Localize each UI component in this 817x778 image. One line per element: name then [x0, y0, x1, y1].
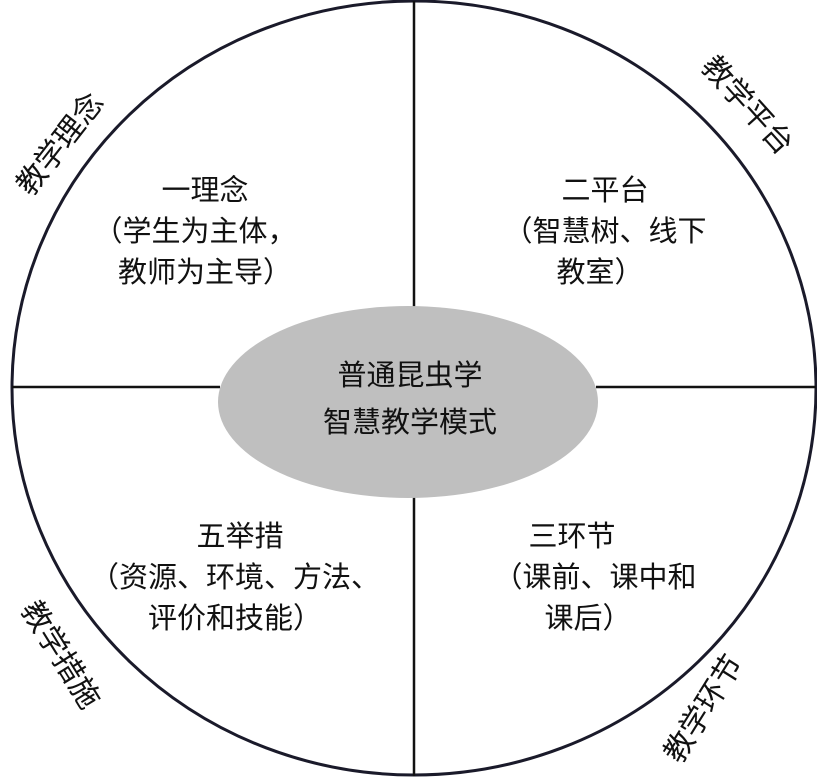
side-label-bottom-right: 教学环节 [657, 649, 750, 769]
center-title-line2: 智慧教学模式 [323, 405, 497, 439]
quadrant-bottom-right: 三环节 （课前、课中和 课后） [493, 519, 696, 635]
quadrant-heading: 二平台 [561, 173, 648, 207]
quadrant-detail: 课后） [544, 601, 631, 635]
quadrant-detail: （智慧树、线下 [503, 214, 706, 248]
quadrant-detail: （学生为主体， [93, 214, 296, 248]
side-label-bottom-left: 教学措施 [13, 595, 106, 715]
side-label-top-left: 教学理念 [10, 86, 111, 202]
quadrant-detail: 评价和技能） [148, 601, 322, 635]
quadrant-heading: 五举措 [196, 519, 283, 553]
quadrant-heading: 三环节 [528, 519, 615, 553]
quadrant-bottom-left: 五举措 （资源、环境、方法、 评价和技能） [90, 519, 380, 635]
side-label-top-right: 教学平台 [694, 49, 800, 162]
quadrant-top-left: 一理念 （学生为主体， 教师为主导） [93, 173, 296, 289]
quadrant-detail: 教室） [556, 255, 643, 289]
quadrant-detail: 教师为主导） [118, 255, 292, 289]
quadrant-detail: （资源、环境、方法、 [90, 560, 380, 594]
quadrant-top-right: 二平台 （智慧树、线下 教室） [503, 173, 706, 289]
quadrant-heading: 一理念 [161, 173, 248, 207]
quadrant-detail: （课前、课中和 [493, 560, 696, 594]
center-ellipse [218, 306, 598, 498]
center-title-line1: 普通昆虫学 [337, 358, 482, 392]
